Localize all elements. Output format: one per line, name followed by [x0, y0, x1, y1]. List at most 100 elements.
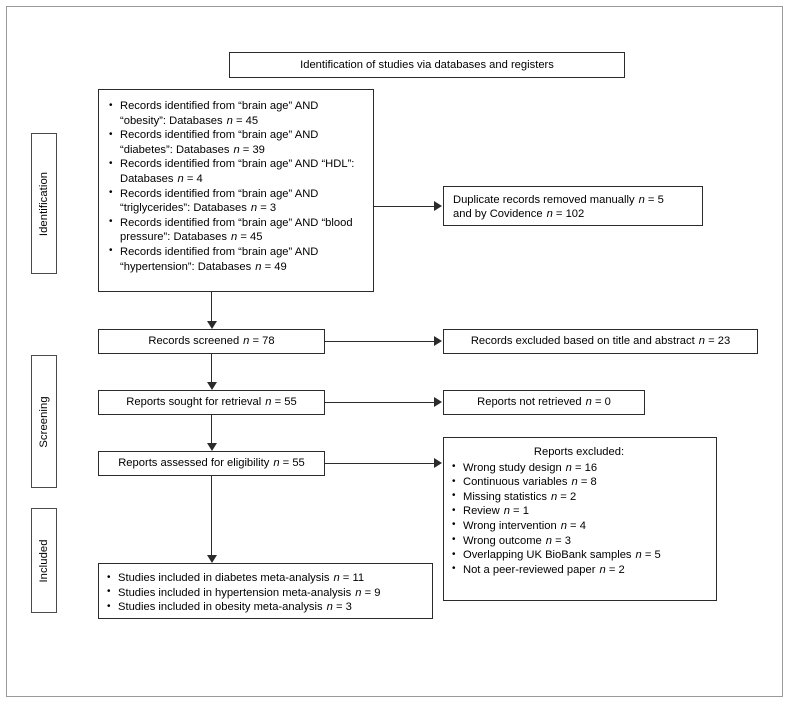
record-count: 45 [249, 231, 263, 244]
records-excluded-box: Records excluded based on title and abst… [443, 329, 758, 354]
n-symbol: n [326, 601, 333, 614]
list-item: Studies included in obesity meta-analysi… [105, 600, 424, 615]
exclusion-count: 2 [569, 490, 577, 503]
n-symbol: n [560, 519, 567, 532]
n-symbol: n [585, 396, 592, 409]
list-item: Records identified from “brain age” AND … [107, 244, 363, 274]
n-symbol: n [698, 335, 705, 348]
exclusion-count: 5 [654, 549, 661, 562]
connector-sought-to-not-retrieved [325, 402, 435, 403]
equals-symbol: = [513, 505, 520, 518]
n-symbol: n [177, 172, 184, 185]
exclusion-count: 4 [579, 519, 586, 532]
list-item: Studies included in hypertension meta-an… [105, 585, 424, 601]
n-symbol: n [571, 476, 578, 489]
equals-symbol: = [575, 461, 582, 474]
reports-sought-count: 55 [284, 396, 297, 409]
equals-symbol: = [252, 335, 260, 348]
included-study-count: 9 [374, 586, 381, 599]
diagram-header-label: Identification of studies via databases … [300, 58, 554, 71]
connector-assessed-to-excluded-reasons [325, 463, 435, 464]
exclusion-reason: Wrong intervention [463, 519, 557, 532]
equals-symbol: = [644, 549, 652, 562]
equals-symbol: = [260, 202, 267, 215]
phase-label-screening-text: Screening [38, 395, 50, 448]
arrowhead-to-included-icon [207, 555, 217, 563]
record-source-label: Records identified from “brain age” AND … [120, 216, 353, 244]
n-symbol: n [546, 208, 553, 221]
equals-symbol: = [274, 396, 282, 409]
list-item: Records identified from “brain age” AND … [107, 98, 363, 128]
n-symbol: n [226, 114, 233, 127]
list-item: Records identified from “brain age” AND … [107, 215, 363, 245]
phase-label-identification: Identification [31, 133, 57, 274]
exclusion-reason: Wrong study design [463, 461, 562, 474]
connector-assessed-to-included [211, 476, 212, 558]
n-symbol: n [550, 490, 558, 503]
equals-symbol: = [708, 335, 715, 348]
exclusion-count: 8 [590, 476, 597, 489]
reports-not-retrieved-count: 0 [604, 396, 611, 409]
record-source-label: Records identified from “brain age” AND … [120, 187, 319, 215]
included-study-count: 3 [345, 601, 352, 614]
included-study-label: Studies included in obesity meta-analysi… [118, 601, 323, 614]
n-symbol: n [230, 231, 238, 244]
arrowhead-to-records-excluded-icon [434, 336, 442, 346]
included-study-label: Studies included in hypertension meta-an… [118, 586, 352, 599]
equals-symbol: = [240, 231, 247, 244]
n-symbol: n [250, 202, 258, 215]
duplicates-covidence-count: 102 [565, 208, 585, 221]
duplicates-manual-count: 5 [657, 194, 664, 206]
exclusion-count: 2 [618, 563, 625, 576]
equals-symbol: = [608, 563, 616, 576]
record-source-label: Records identified from “brain age” AND … [120, 245, 319, 273]
exclusion-reason: Wrong outcome [463, 534, 542, 547]
phase-label-included: Included [31, 508, 57, 613]
records-screened-count: 78 [262, 335, 275, 348]
records-identified-box: Records identified from “brain age” AND … [98, 89, 374, 292]
n-symbol: n [273, 457, 280, 470]
equals-symbol: = [647, 194, 655, 206]
n-symbol: n [635, 549, 642, 562]
exclusion-reason: Missing statistics [463, 490, 547, 503]
record-count: 45 [245, 114, 259, 127]
n-symbol: n [355, 586, 362, 599]
equals-symbol: = [342, 572, 350, 584]
included-studies-box: Studies included in diabetes meta-analys… [98, 563, 433, 619]
exclusion-reason: Review [463, 505, 500, 518]
reports-sought-label: Reports sought for retrieval [126, 396, 262, 409]
equals-symbol: = [570, 519, 577, 532]
list-item: Records identified from “brain age” AND … [107, 128, 363, 157]
diagram-header-box: Identification of studies via databases … [229, 52, 625, 78]
n-symbol: n [333, 572, 340, 584]
n-symbol: n [255, 260, 262, 273]
reports-excluded-title: Reports excluded: [533, 446, 625, 458]
arrowhead-to-not-retrieved-icon [434, 397, 442, 407]
duplicates-covidence-label: and by Covidence [453, 208, 543, 221]
exclusion-reason: Continuous variables [463, 476, 568, 489]
records-excluded-count: 23 [717, 335, 731, 348]
reports-assessed-count: 55 [292, 457, 305, 470]
list-item: Records identified from “brain age” AND … [107, 157, 363, 186]
record-source-label: Records identified from “brain age” AND … [120, 158, 355, 185]
arrowhead-to-duplicates-icon [434, 201, 442, 211]
exclusion-count: 1 [522, 505, 529, 518]
included-studies-list: Studies included in diabetes meta-analys… [105, 571, 424, 615]
phase-label-identification-text: Identification [38, 171, 50, 236]
exclusion-count: 3 [564, 534, 572, 547]
list-item: Records identified from “brain age” AND … [107, 186, 363, 216]
equals-symbol: = [364, 586, 372, 599]
reports-assessed-label: Reports assessed for eligibility [118, 457, 270, 470]
connector-screened-to-excluded [325, 341, 435, 342]
n-symbol: n [233, 143, 240, 156]
equals-symbol: = [594, 396, 602, 409]
equals-symbol: = [560, 490, 567, 503]
